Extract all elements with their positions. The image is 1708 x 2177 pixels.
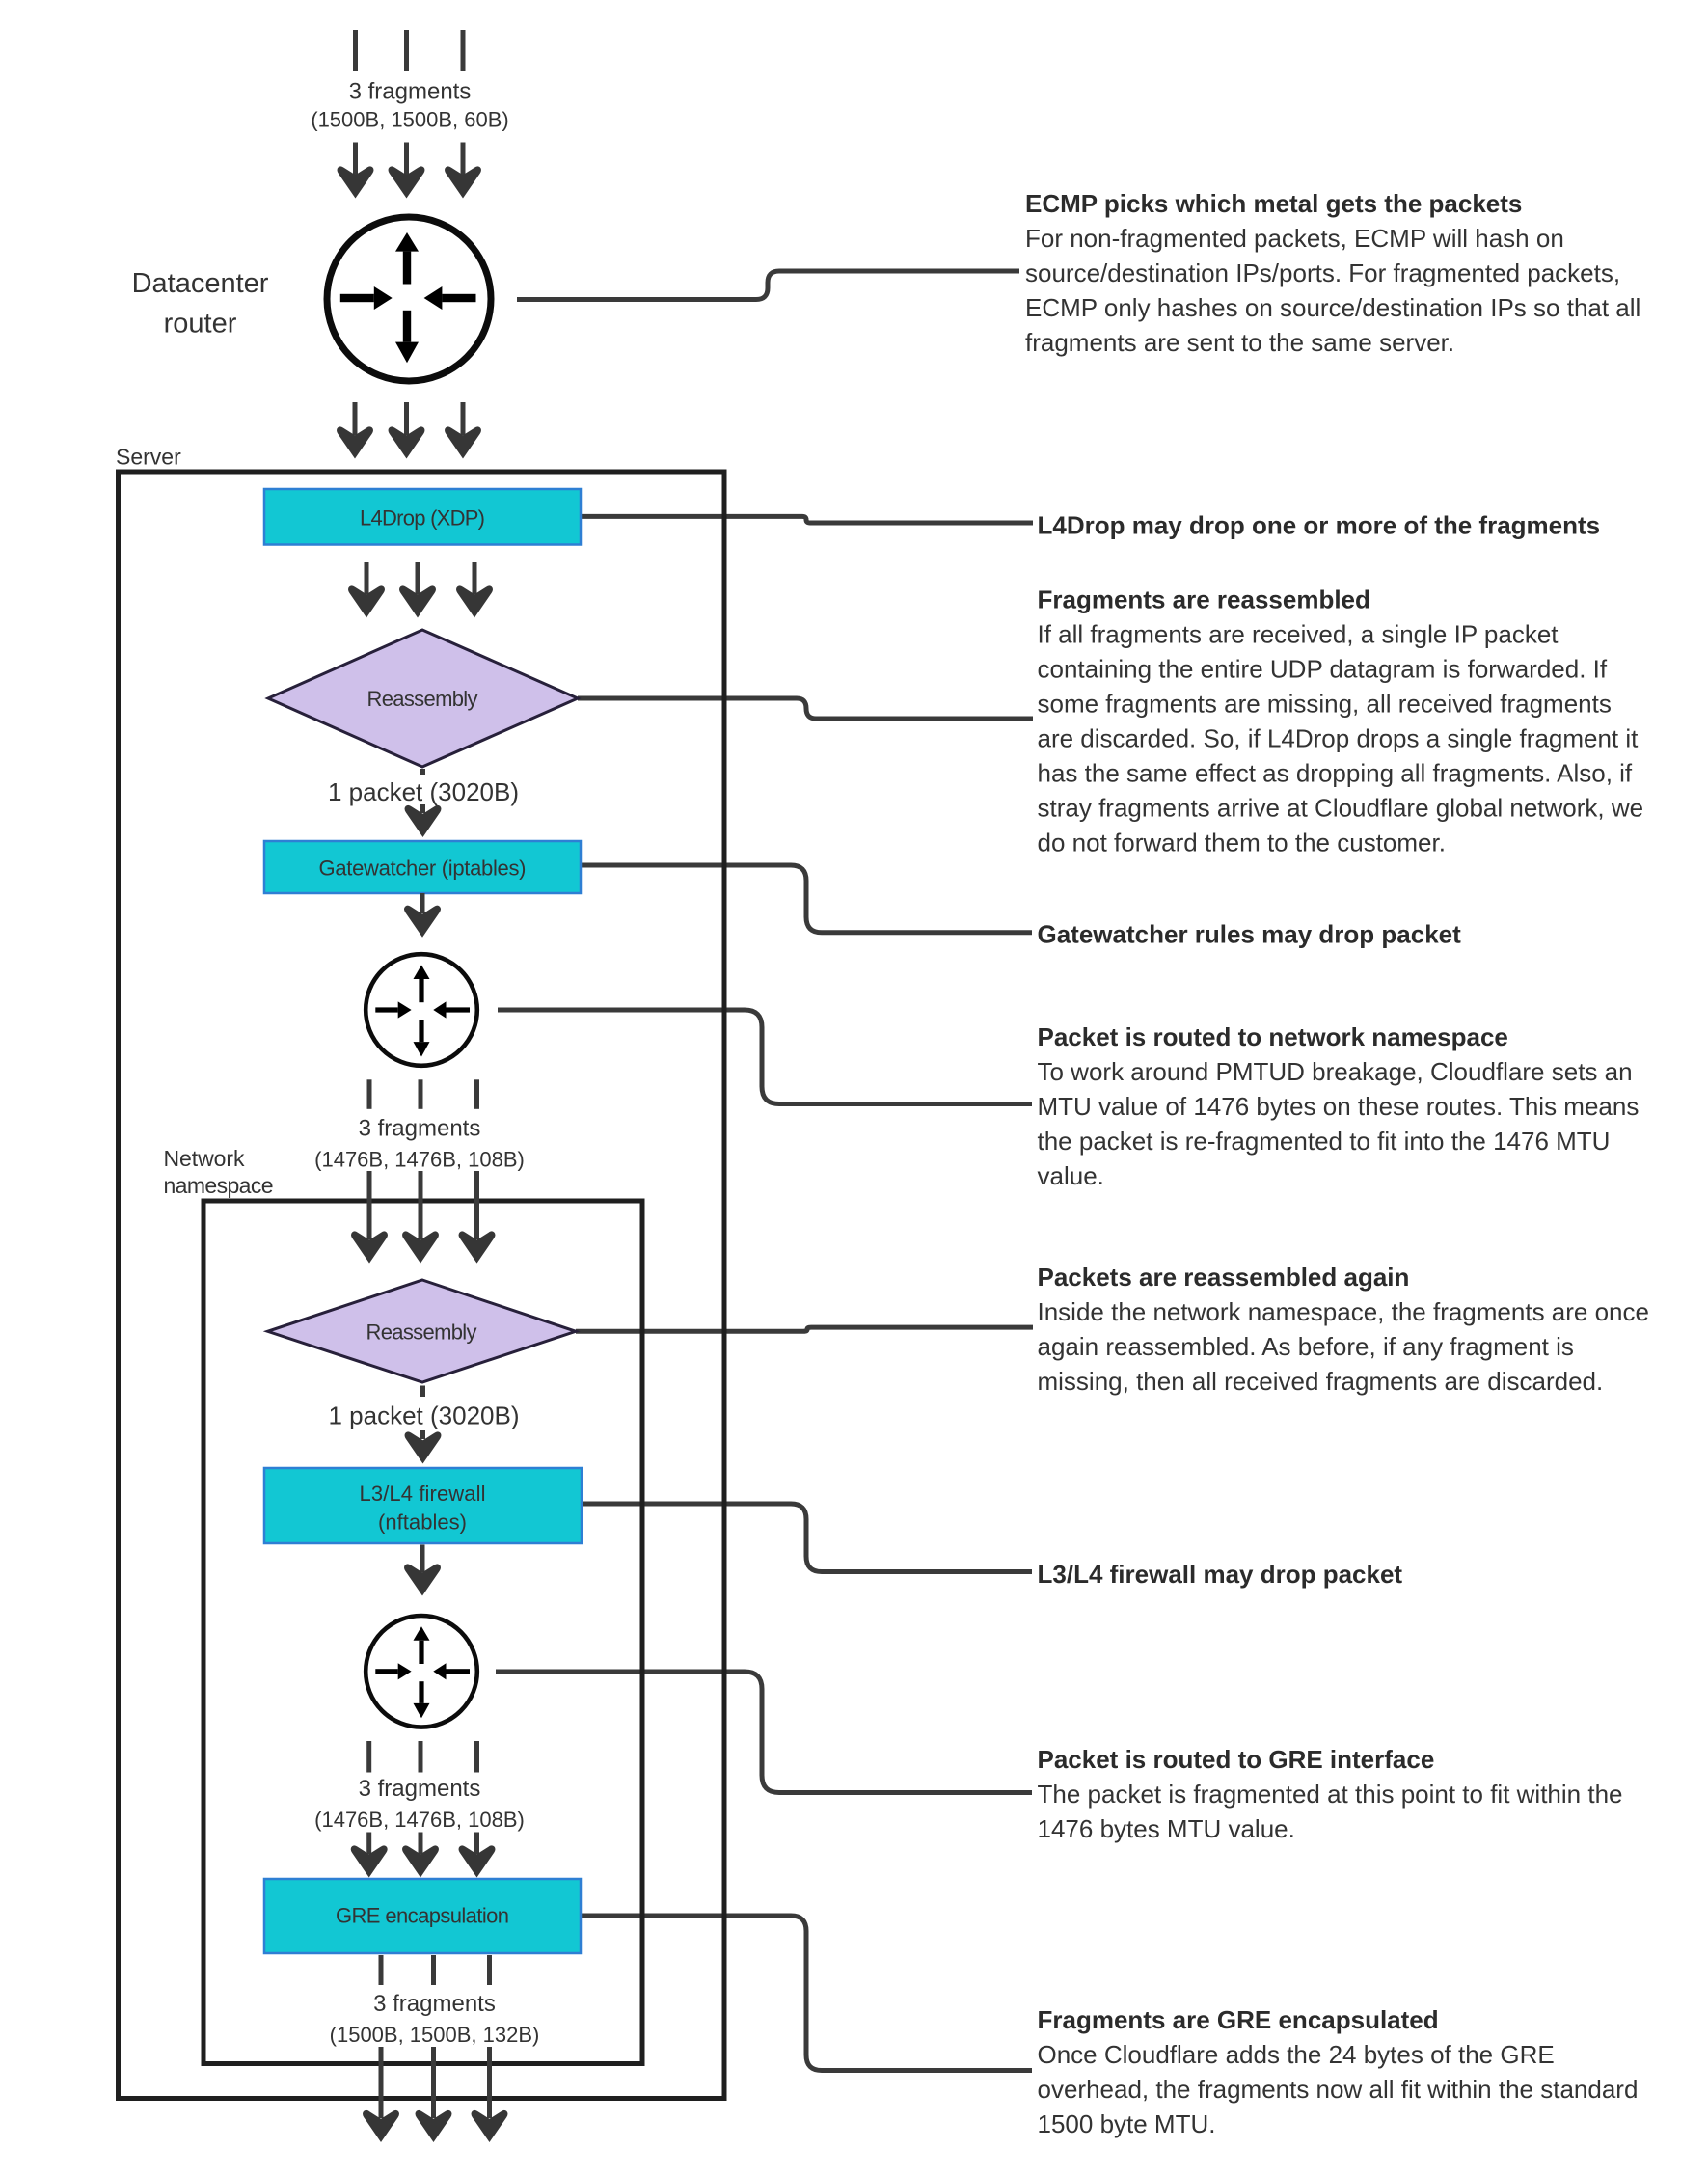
svg-text:Packets are reassembled again: Packets are reassembled again	[1038, 1263, 1410, 1292]
svg-text:Gatewatcher (iptables): Gatewatcher (iptables)	[319, 857, 527, 881]
svg-text:ECMP picks which metal gets th: ECMP picks which metal gets the packets	[1025, 189, 1522, 218]
svg-text:The packet is fragmented at th: The packet is fragmented at this point t…	[1038, 1780, 1623, 1809]
svg-text:1476 bytes MTU value.: 1476 bytes MTU value.	[1038, 1814, 1295, 1843]
svg-text:Once Cloudflare adds the 24 by: Once Cloudflare adds the 24 bytes of the…	[1038, 2040, 1555, 2069]
svg-text:Packet is routed to network na: Packet is routed to network namespace	[1038, 1022, 1508, 1051]
svg-text:again reassembled. As before,: again reassembled. As before, if any fra…	[1038, 1332, 1574, 1361]
svg-text:3 fragments: 3 fragments	[373, 1991, 496, 2017]
svg-text:stray fragments arrive at Clou: stray fragments arrive at Cloudflare glo…	[1038, 794, 1644, 823]
svg-text:Reassembly: Reassembly	[366, 1320, 477, 1345]
svg-text:L4Drop may drop one or more of: L4Drop may drop one or more of the fragm…	[1038, 510, 1601, 539]
svg-text:1 packet (3020B): 1 packet (3020B)	[328, 777, 519, 806]
svg-text:3 fragments: 3 fragments	[349, 78, 472, 104]
svg-text:MTU value of 1476 bytes on the: MTU value of 1476 bytes on these routes.…	[1038, 1092, 1640, 1121]
svg-text:1500 byte MTU.: 1500 byte MTU.	[1038, 2109, 1216, 2138]
svg-text:overhead, the fragments now al: overhead, the fragments now all fit with…	[1038, 2075, 1639, 2104]
svg-text:missing, then all received fra: missing, then all received fragments are…	[1038, 1367, 1604, 1396]
svg-text:Reassembly: Reassembly	[367, 687, 478, 711]
svg-text:fragments are sent to the same: fragments are sent to the same server.	[1025, 328, 1454, 357]
svg-text:(1500B, 1500B, 132B): (1500B, 1500B, 132B)	[330, 2023, 540, 2047]
svg-text:namespace: namespace	[164, 1173, 274, 1198]
svg-text:L3/L4 firewall: L3/L4 firewall	[360, 1482, 486, 1506]
svg-text:GRE encapsulation: GRE encapsulation	[336, 1903, 509, 1927]
svg-text:(nftables): (nftables)	[378, 1510, 467, 1535]
svg-text:Fragments are reassembled: Fragments are reassembled	[1038, 585, 1370, 614]
svg-text:Gatewatcher rules may drop pac: Gatewatcher rules may drop packet	[1038, 920, 1462, 949]
svg-text:Datacenter: Datacenter	[132, 268, 269, 299]
svg-text:L3/L4 firewall may drop packet: L3/L4 firewall may drop packet	[1038, 1560, 1403, 1589]
svg-text:1 packet (3020B): 1 packet (3020B)	[328, 1401, 519, 1430]
svg-text:(1500B, 1500B, 60B): (1500B, 1500B, 60B)	[311, 107, 508, 131]
svg-text:some fragments are missing, al: some fragments are missing, all received…	[1038, 690, 1612, 719]
svg-text:Network: Network	[164, 1146, 246, 1171]
svg-text:are discarded. So, if L4Drop d: are discarded. So, if L4Drop drops a sin…	[1038, 724, 1640, 753]
svg-text:has the same effect as droppin: has the same effect as dropping all frag…	[1038, 759, 1633, 788]
svg-text:(1476B, 1476B, 108B): (1476B, 1476B, 108B)	[314, 1148, 525, 1172]
svg-text:Packet is routed to GRE interf: Packet is routed to GRE interface	[1038, 1745, 1435, 1774]
svg-text:ECMP only hashes on source/des: ECMP only hashes on source/destination I…	[1025, 293, 1640, 322]
svg-text:For non-fragmented packets, EC: For non-fragmented packets, ECMP will ha…	[1025, 224, 1564, 253]
svg-text:source/destination IPs/ports.: source/destination IPs/ports. For fragme…	[1025, 259, 1620, 287]
svg-text:If all fragments are received,: If all fragments are received, a single …	[1038, 620, 1559, 649]
svg-text:3 fragments: 3 fragments	[359, 1776, 481, 1802]
svg-text:3 fragments: 3 fragments	[359, 1115, 481, 1141]
svg-text:(1476B, 1476B, 108B): (1476B, 1476B, 108B)	[314, 1808, 525, 1832]
svg-text:Fragments are GRE encapsulated: Fragments are GRE encapsulated	[1038, 2005, 1439, 2034]
svg-text:router: router	[164, 309, 237, 340]
svg-text:L4Drop (XDP): L4Drop (XDP)	[360, 506, 485, 531]
svg-text:the packet is re-fragmented to: the packet is re-fragmented to fit into …	[1038, 1127, 1611, 1156]
svg-text:do not forward them to the cus: do not forward them to the customer.	[1038, 829, 1446, 857]
svg-text:To work around PMTUD breakage,: To work around PMTUD breakage, Cloudflar…	[1038, 1057, 1633, 1086]
svg-text:Inside the network namespace,: Inside the network namespace, the fragme…	[1038, 1297, 1649, 1326]
svg-text:value.: value.	[1038, 1161, 1104, 1190]
svg-text:containing the entire UDP data: containing the entire UDP datagram is fo…	[1038, 655, 1608, 684]
svg-text:Server: Server	[116, 445, 181, 470]
